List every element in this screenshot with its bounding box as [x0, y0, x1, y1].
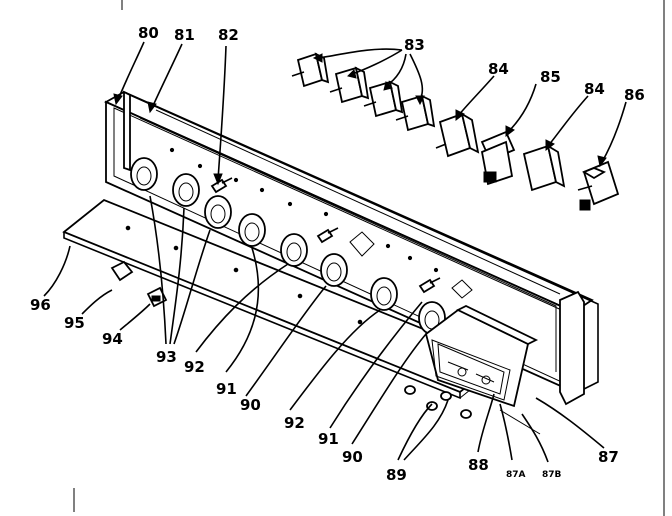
- switch-3: [363, 80, 404, 118]
- callout-92-right: 92: [284, 414, 305, 432]
- callout-91-right: 91: [318, 430, 339, 448]
- knob-5: [280, 233, 308, 267]
- switch-1: [291, 52, 330, 88]
- timer-knobs: [404, 385, 472, 419]
- clock-module: [424, 304, 539, 408]
- panel-cutouts: [169, 147, 473, 299]
- knob-4: [238, 213, 266, 247]
- callout-85: 85: [540, 68, 561, 86]
- callout-87B: 87B: [542, 470, 562, 480]
- callout-87: 87: [598, 448, 619, 466]
- callout-84-top: 84: [488, 60, 509, 78]
- callout-labels: 80 81 82 83 84 85 84 86 96 95 94 93 92 9…: [30, 24, 645, 484]
- knob-6: [320, 253, 348, 287]
- component-84a: [435, 112, 480, 158]
- control-knobs: [130, 157, 446, 335]
- callout-80: 80: [138, 24, 159, 42]
- callout-90-right: 90: [342, 448, 363, 466]
- callout-92-left: 92: [184, 358, 205, 376]
- leader-lines: [43, 41, 627, 463]
- callout-90-left: 90: [240, 396, 261, 414]
- knob-3: [204, 195, 232, 229]
- switch-2: [329, 66, 370, 104]
- callout-89: 89: [386, 466, 407, 484]
- arrow-heads: [113, 53, 607, 186]
- callout-82: 82: [218, 26, 239, 44]
- callout-86: 86: [624, 86, 645, 104]
- screws: [210, 177, 441, 294]
- callout-83: 83: [404, 36, 425, 54]
- callout-93: 93: [156, 348, 177, 366]
- callout-94: 94: [102, 330, 123, 348]
- callout-84-right: 84: [584, 80, 605, 98]
- callout-91-left: 91: [216, 380, 237, 398]
- knob-1: [130, 157, 158, 191]
- component-86: [577, 160, 620, 211]
- knob-7: [370, 277, 398, 311]
- callout-95: 95: [64, 314, 85, 332]
- switches: [291, 52, 436, 132]
- knob-2: [172, 173, 200, 207]
- callout-87A: 87A: [506, 470, 526, 480]
- clips: [110, 260, 168, 308]
- component-84b: [522, 144, 566, 192]
- callout-88: 88: [468, 456, 489, 474]
- component-85: [480, 130, 516, 186]
- components: [435, 112, 620, 211]
- switch-4: [395, 94, 436, 132]
- callout-81: 81: [174, 26, 195, 44]
- callout-96: 96: [30, 296, 51, 314]
